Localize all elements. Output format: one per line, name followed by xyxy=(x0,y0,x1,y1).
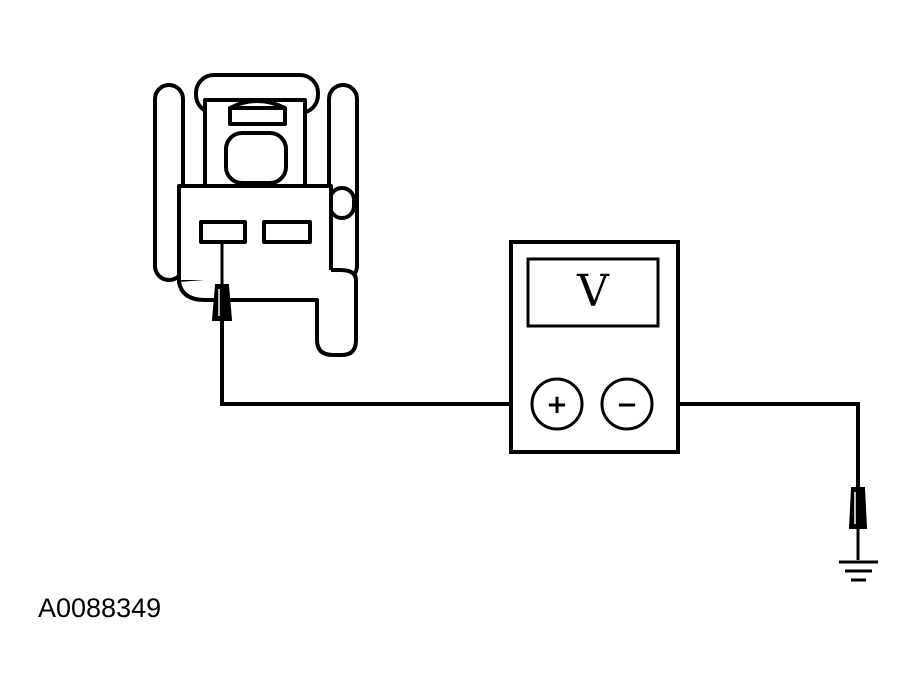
connector-lock-button xyxy=(224,131,288,185)
voltmeter-display xyxy=(526,257,660,328)
ground-probe-icon xyxy=(848,487,868,560)
electrical-connector-icon xyxy=(153,73,359,357)
connector-cavity-2 xyxy=(262,220,312,244)
negative-lead-wire xyxy=(652,402,860,488)
connector-wire-boot xyxy=(177,268,358,357)
voltmeter: V + − xyxy=(509,240,680,454)
back-probe-icon xyxy=(211,244,233,321)
connector-right-latch xyxy=(327,83,359,282)
ground-symbol-icon xyxy=(839,560,878,582)
connector-cavity-1 xyxy=(199,220,247,244)
negative-terminal-label: − xyxy=(616,390,638,420)
connector-side-bump xyxy=(328,186,356,220)
positive-terminal-label: + xyxy=(546,390,568,420)
connector-lock-window xyxy=(228,106,287,126)
connector-left-latch xyxy=(153,83,185,282)
voltmeter-display-symbol: V xyxy=(576,266,610,317)
figure-id-label: A0088349 xyxy=(38,593,161,623)
positive-lead-wire xyxy=(220,320,532,406)
positive-terminal xyxy=(530,377,584,431)
negative-terminal xyxy=(600,377,654,431)
